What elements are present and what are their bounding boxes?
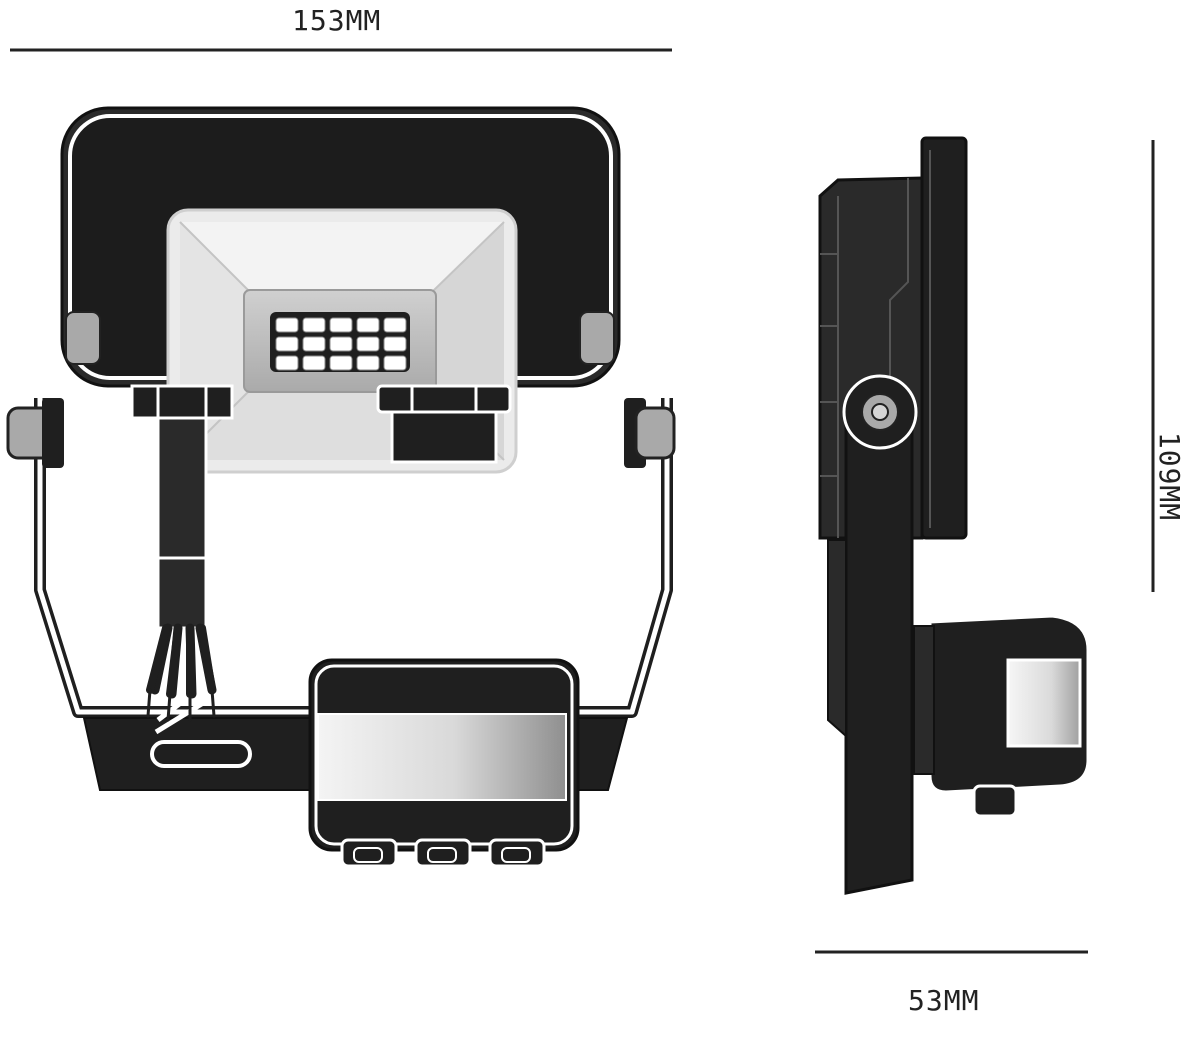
side-view	[818, 136, 1090, 895]
pir-sensor-side-lens	[1006, 658, 1082, 748]
hinge-bolt-left	[6, 398, 64, 468]
led-chip	[383, 336, 407, 352]
led-chip-board	[270, 312, 410, 372]
sensor-side-screw	[972, 784, 1018, 818]
front-view	[6, 106, 676, 868]
housing-cap-left	[65, 311, 101, 365]
pir-sensor-lens	[317, 713, 567, 801]
sensor-screw-1	[340, 838, 398, 868]
sensor-screw-3	[488, 838, 546, 868]
led-chip	[356, 336, 380, 352]
sensor-screw-2	[414, 838, 472, 868]
led-chip	[329, 317, 353, 333]
sensor-neck	[376, 384, 512, 464]
led-chip	[383, 355, 407, 371]
cable-gland	[130, 384, 234, 420]
cable-wires	[146, 624, 216, 722]
side-bracket-arm	[827, 398, 914, 895]
led-chip-grid	[275, 317, 407, 371]
led-chip	[302, 355, 326, 371]
led-chip	[383, 317, 407, 333]
led-chip	[329, 355, 353, 371]
led-chip	[302, 317, 326, 333]
height-dimension-label: 109MM	[1153, 431, 1187, 522]
depth-dimension-label: 53MM	[908, 984, 980, 1017]
pir-sensor-side	[913, 614, 1090, 818]
led-chip	[275, 336, 299, 352]
led-chip	[275, 317, 299, 333]
led-chip	[356, 317, 380, 333]
pir-sensor-front	[308, 658, 580, 868]
led-chip	[329, 336, 353, 352]
side-front-frame	[920, 136, 968, 540]
bracket-slot-left	[150, 740, 252, 768]
width-dimension-label: 153MM	[292, 4, 382, 37]
led-chip	[356, 355, 380, 371]
led-chip	[275, 355, 299, 371]
housing-cap-right	[579, 311, 615, 365]
led-chip	[302, 336, 326, 352]
side-hinge-knob	[842, 374, 918, 450]
hinge-bolt-right	[624, 398, 676, 468]
power-cable	[150, 416, 217, 735]
